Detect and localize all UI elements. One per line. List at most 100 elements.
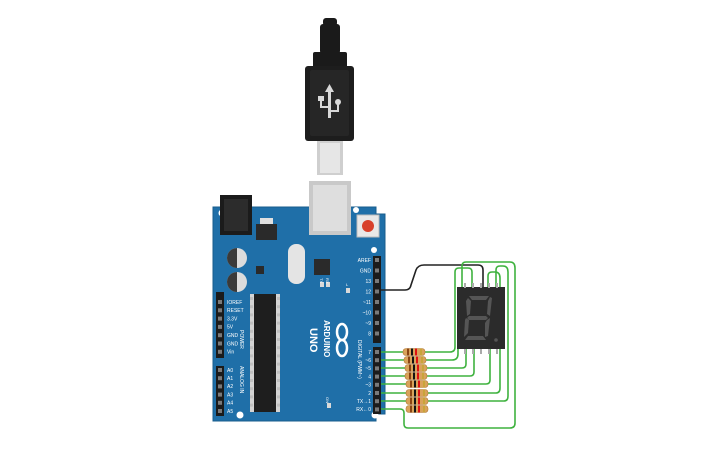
seven-segment-display[interactable] xyxy=(457,283,505,354)
digital-pin[interactable] xyxy=(375,279,379,283)
signal-wire[interactable] xyxy=(381,267,473,353)
decimal-point xyxy=(494,338,498,342)
digital-pin[interactable] xyxy=(375,350,379,354)
ic-pin xyxy=(277,346,280,350)
display-pin[interactable] xyxy=(488,349,490,354)
ic-pin xyxy=(250,362,253,366)
display-pin[interactable] xyxy=(496,349,498,354)
ic-pin xyxy=(250,313,253,317)
display-pin[interactable] xyxy=(464,349,466,354)
analog-pin[interactable] xyxy=(218,392,222,397)
power-pin-label: GND xyxy=(227,333,239,339)
ic-pin xyxy=(250,379,253,382)
digital-pin-label: ~3 xyxy=(365,383,371,389)
signal-wire[interactable] xyxy=(381,261,516,429)
display-pin[interactable] xyxy=(488,283,490,288)
signal-wire[interactable] xyxy=(381,349,467,369)
power-section-label: POWER xyxy=(238,330,244,349)
analog-pin[interactable] xyxy=(218,376,222,381)
power-pin[interactable] xyxy=(218,324,222,329)
microcontroller-chip xyxy=(250,294,280,412)
digital-pin[interactable] xyxy=(375,391,379,395)
display-pin[interactable] xyxy=(496,283,498,288)
ic-pin xyxy=(277,305,280,309)
analog-header xyxy=(216,366,224,416)
resistor[interactable] xyxy=(402,348,426,356)
wires[interactable] xyxy=(381,261,516,429)
ic-pin xyxy=(277,362,280,366)
digital-pin[interactable] xyxy=(375,268,379,273)
digital-pin[interactable] xyxy=(375,366,379,371)
brand-label: ARDUINO xyxy=(322,320,331,357)
analog-pin-label: A0 xyxy=(227,368,233,374)
digit-segments xyxy=(464,296,492,340)
signal-wire[interactable] xyxy=(381,265,509,402)
analog-pin[interactable] xyxy=(218,409,222,413)
display-pin[interactable] xyxy=(480,349,482,354)
ic-pin xyxy=(250,346,253,350)
l-label: L xyxy=(346,282,349,287)
display-pin[interactable] xyxy=(480,283,482,288)
digital-pin[interactable] xyxy=(375,321,379,325)
ic-pin xyxy=(277,338,280,341)
usb-cable[interactable] xyxy=(305,18,354,175)
digital-pin-label: 13 xyxy=(365,279,371,285)
segment xyxy=(467,316,488,320)
resistor[interactable] xyxy=(405,380,429,388)
power-pin[interactable] xyxy=(218,316,222,321)
signal-wire[interactable] xyxy=(381,349,491,385)
resistor[interactable] xyxy=(405,397,429,405)
power-pin[interactable] xyxy=(218,349,222,354)
ic-pin xyxy=(277,379,280,382)
digital-pin-label: RX←0 xyxy=(356,407,371,413)
digital-pin-label: 2 xyxy=(368,391,371,397)
power-pin[interactable] xyxy=(218,333,222,338)
digital-pin[interactable] xyxy=(375,310,379,315)
analog-pin[interactable] xyxy=(218,368,222,372)
resistor[interactable] xyxy=(404,372,428,380)
digital-pin[interactable] xyxy=(375,300,379,304)
digital-pin[interactable] xyxy=(375,407,379,412)
digital-pin[interactable] xyxy=(375,331,379,336)
digital-pin[interactable] xyxy=(375,258,379,262)
signal-wire[interactable] xyxy=(381,349,475,377)
gnd-wire[interactable] xyxy=(381,264,484,291)
digital-pin[interactable] xyxy=(375,382,379,387)
ic-pin xyxy=(250,403,253,407)
analog-pin[interactable] xyxy=(218,384,222,389)
arduino-board[interactable]: ARDUINO UNO TX RX L ON POWER ANALOG IN D… xyxy=(212,181,386,422)
power-pin-label: 5V xyxy=(227,325,234,331)
analog-pin-label: A4 xyxy=(227,401,233,407)
resistor[interactable] xyxy=(403,356,427,364)
display-pin[interactable] xyxy=(472,283,474,288)
analog-section-label: ANALOG IN xyxy=(238,366,244,394)
power-pin[interactable] xyxy=(218,300,222,304)
segment xyxy=(469,296,489,300)
digital-pin[interactable] xyxy=(375,358,379,363)
ic-pin xyxy=(277,387,280,391)
analog-pin-label: A1 xyxy=(227,376,233,382)
ic-pin xyxy=(250,329,253,333)
power-pin[interactable] xyxy=(218,341,222,346)
resistor[interactable] xyxy=(404,364,428,372)
signal-wire[interactable] xyxy=(381,349,459,361)
resistor[interactable] xyxy=(405,389,429,397)
signal-wire[interactable] xyxy=(381,271,501,394)
ic-pin xyxy=(277,313,280,317)
digital-pin[interactable] xyxy=(375,399,379,404)
reset-button[interactable] xyxy=(356,214,380,238)
segment xyxy=(466,298,471,316)
power-pin-label: Vin xyxy=(227,350,234,356)
digital-pin[interactable] xyxy=(375,374,379,379)
display-pin[interactable] xyxy=(464,283,466,288)
ic-pin xyxy=(277,354,280,358)
resistor[interactable] xyxy=(405,405,429,413)
analog-pin[interactable] xyxy=(218,400,222,405)
display-pin[interactable] xyxy=(472,349,474,354)
ic-pin xyxy=(277,321,280,325)
arduino-logo: ARDUINO UNO xyxy=(307,320,349,357)
digital-pin[interactable] xyxy=(375,289,379,294)
ic-pin xyxy=(250,395,253,399)
power-pin[interactable] xyxy=(218,308,222,313)
